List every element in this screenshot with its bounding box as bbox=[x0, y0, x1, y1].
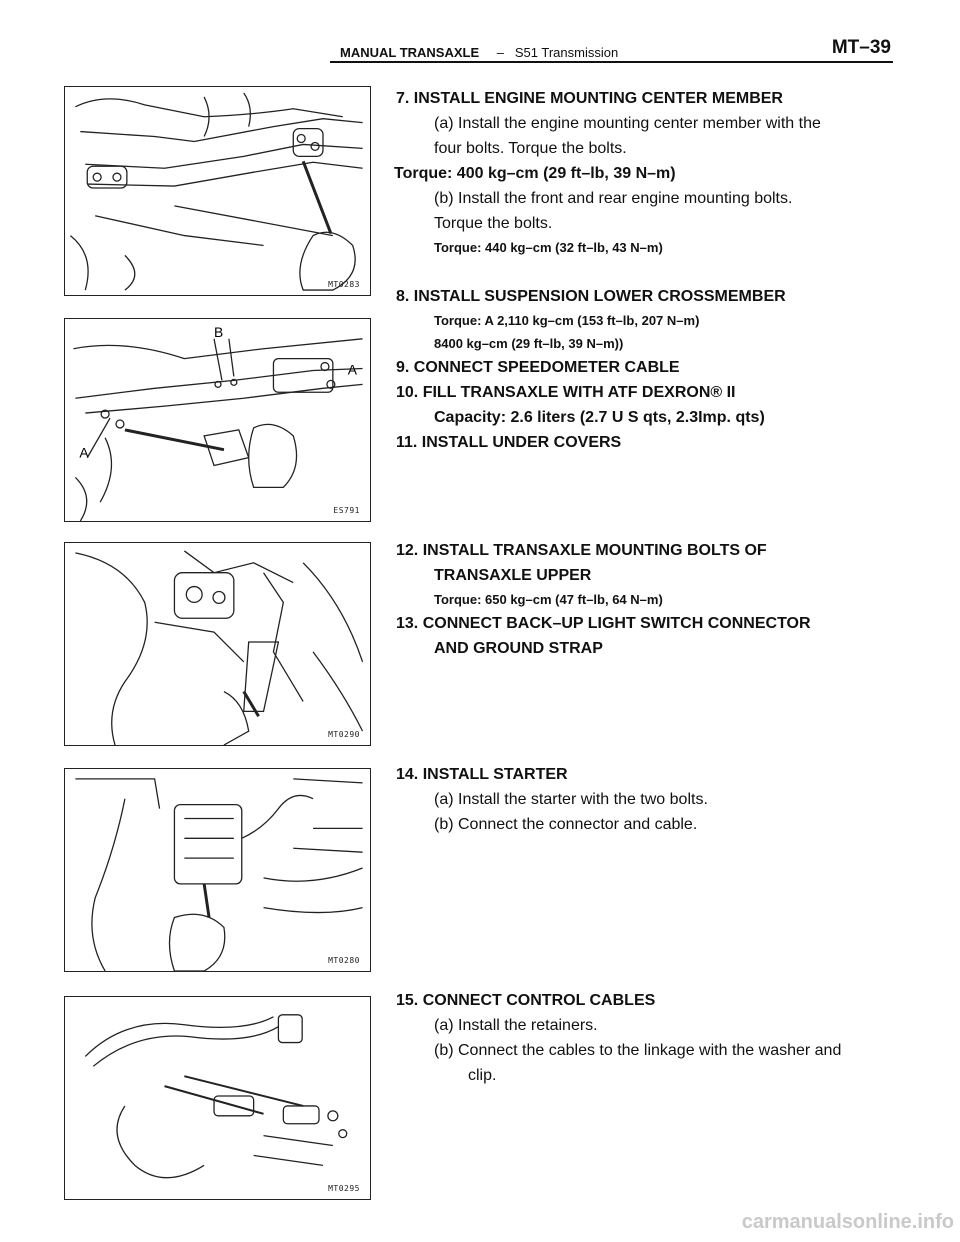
figure-control-cables: MT0295 bbox=[64, 996, 371, 1200]
figure-suspension-crossmember: B A A ES791 bbox=[64, 318, 371, 522]
step-heading: 11. INSTALL UNDER COVERS bbox=[396, 434, 622, 451]
page-header: MANUAL TRANSAXLE – S51 Transmission MT–3… bbox=[330, 37, 893, 63]
label-b: B bbox=[214, 324, 223, 340]
torque-spec: Torque: 400 kg–cm (29 ft–lb, 39 N–m) bbox=[394, 165, 676, 182]
step-heading: 10. FILL TRANSAXLE WITH ATF DEXRON® II bbox=[396, 384, 736, 401]
crossmember-illustration: B A A bbox=[73, 324, 363, 521]
step-text: (b) Install the front and rear engine mo… bbox=[434, 190, 793, 207]
step-text: (b) Connect the connector and cable. bbox=[434, 816, 698, 833]
torque-spec: Torque: A 2,110 kg–cm (153 ft–lb, 207 N–… bbox=[434, 313, 700, 328]
torque-spec: 8400 kg–cm (29 ft–lb, 39 N–m)) bbox=[434, 336, 624, 351]
transaxle-upper-illustration bbox=[75, 550, 364, 745]
engine-mount-illustration bbox=[70, 92, 363, 291]
torque-spec: Torque: 440 kg–cm (32 ft–lb, 43 N–m) bbox=[434, 240, 663, 255]
figure-code: MT0280 bbox=[328, 956, 360, 965]
figure-transaxle-upper: MT0290 bbox=[64, 542, 371, 746]
step-heading: 14. INSTALL STARTER bbox=[396, 766, 568, 783]
step-text: (a) Install the retainers. bbox=[434, 1017, 598, 1034]
step-8-11-block: 8. INSTALL SUSPENSION LOWER CROSSMEMBER … bbox=[396, 284, 916, 455]
label-a-left: A bbox=[79, 445, 89, 461]
figure-code: ES791 bbox=[333, 506, 360, 515]
watermark: carmanualsonline.info bbox=[741, 1211, 954, 1233]
capacity-spec: Capacity: 2.6 liters (2.7 U S qts, 2.3Im… bbox=[434, 409, 765, 426]
step-14-block: 14. INSTALL STARTER (a) Install the star… bbox=[396, 762, 916, 837]
starter-illustration bbox=[75, 778, 363, 971]
label-a-right: A bbox=[348, 361, 358, 377]
step-text: (a) Install the engine mounting center m… bbox=[434, 115, 821, 132]
control-cables-illustration bbox=[84, 1014, 348, 1179]
step-heading: 15. CONNECT CONTROL CABLES bbox=[396, 992, 656, 1009]
section-title: MANUAL TRANSAXLE – S51 Transmission bbox=[340, 45, 619, 60]
step-heading: 9. CONNECT SPEEDOMETER CABLE bbox=[396, 359, 680, 376]
step-text: (a) Install the starter with the two bol… bbox=[434, 791, 708, 808]
step-7-block: 7. INSTALL ENGINE MOUNTING CENTER MEMBER… bbox=[394, 86, 916, 259]
step-text: four bolts. Torque the bolts. bbox=[434, 140, 627, 157]
step-heading: 7. INSTALL ENGINE MOUNTING CENTER MEMBER bbox=[396, 90, 783, 107]
torque-spec: Torque: 650 kg–cm (47 ft–lb, 64 N–m) bbox=[434, 592, 663, 607]
figure-code: MT0283 bbox=[328, 280, 360, 289]
figure-starter: MT0280 bbox=[64, 768, 371, 972]
step-text: (b) Connect the cables to the linkage wi… bbox=[434, 1042, 842, 1059]
step-12-13-block: 12. INSTALL TRANSAXLE MOUNTING BOLTS OF … bbox=[396, 538, 916, 661]
figure-code: MT0290 bbox=[328, 730, 360, 739]
step-text: Torque the bolts. bbox=[434, 215, 553, 232]
step-text: clip. bbox=[468, 1067, 497, 1084]
step-15-block: 15. CONNECT CONTROL CABLES (a) Install t… bbox=[396, 988, 916, 1088]
page-number: MT–39 bbox=[831, 37, 891, 58]
step-heading: 12. INSTALL TRANSAXLE MOUNTING BOLTS OF bbox=[396, 542, 767, 559]
step-heading: TRANSAXLE UPPER bbox=[434, 567, 592, 584]
figure-code: MT0295 bbox=[328, 1184, 360, 1193]
figure-engine-mount-member: MT0283 bbox=[64, 86, 371, 296]
step-heading: 8. INSTALL SUSPENSION LOWER CROSSMEMBER bbox=[396, 288, 786, 305]
header-rule bbox=[330, 61, 893, 63]
step-heading: 13. CONNECT BACK–UP LIGHT SWITCH CONNECT… bbox=[396, 615, 811, 632]
step-heading: AND GROUND STRAP bbox=[434, 640, 603, 657]
